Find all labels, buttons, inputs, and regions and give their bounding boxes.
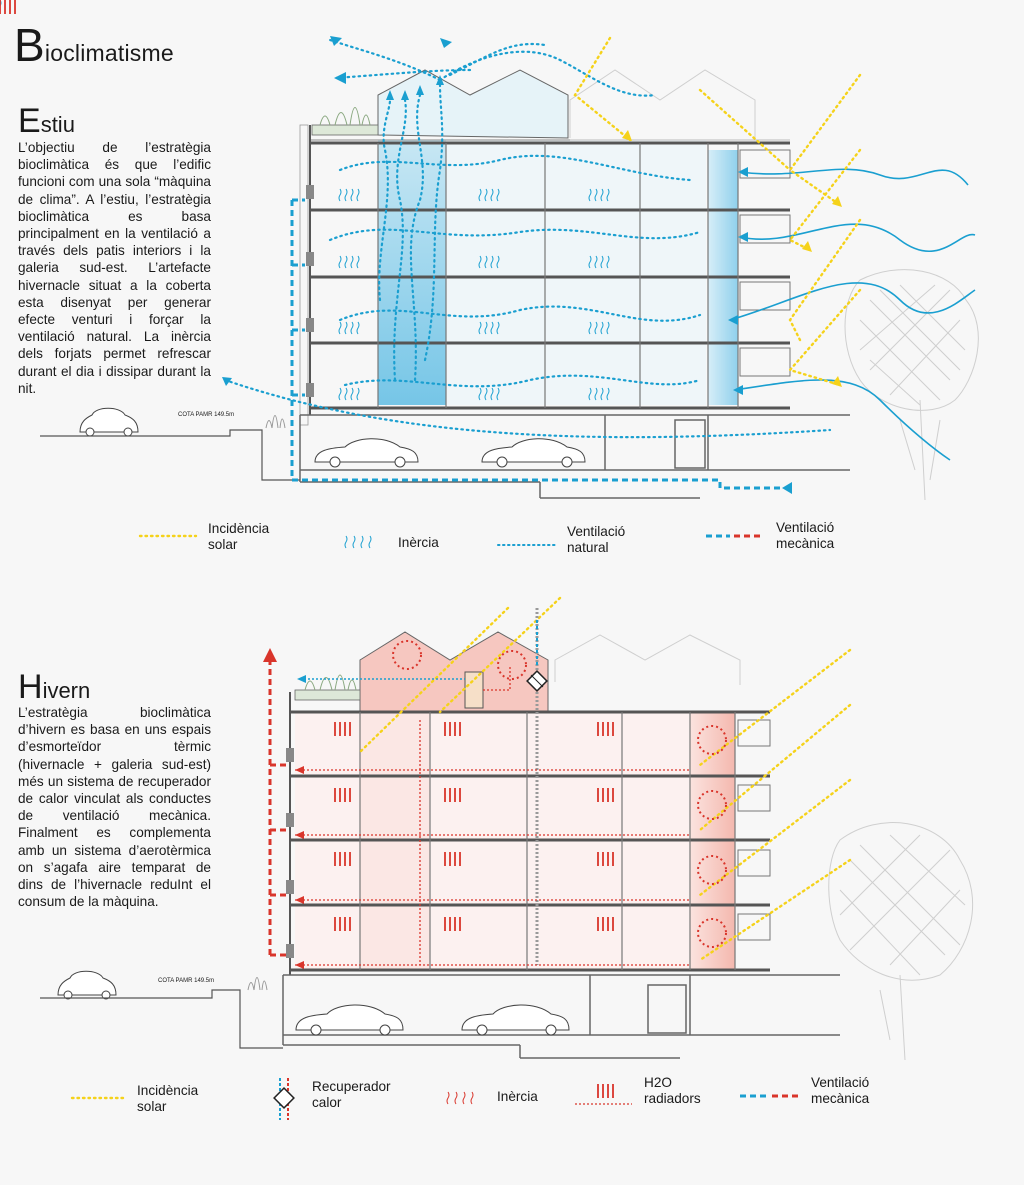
solar-incidence-winter xyxy=(358,596,852,962)
tree-summer xyxy=(844,269,979,501)
summer-legend xyxy=(138,534,762,549)
summer-section xyxy=(0,0,979,501)
winter-section xyxy=(0,0,974,1061)
mechanical-ventilation-summer xyxy=(290,198,780,490)
summer-slabs xyxy=(310,141,790,410)
circulation-loops-winter xyxy=(392,640,727,948)
legend-inertia-summer: Inèrcia xyxy=(398,535,439,550)
summer-heading: Estiu xyxy=(18,102,75,140)
heat-recuperator-icon xyxy=(526,670,548,692)
garage-cars-winter xyxy=(295,1004,570,1036)
street-car-summer xyxy=(79,407,139,437)
natural-ventilation-flows-summer xyxy=(223,38,832,439)
page-title: Bioclimatisme xyxy=(14,19,174,71)
legend-inertia-winter: Inèrcia xyxy=(497,1089,538,1104)
solar-incidence-summer xyxy=(573,36,862,387)
heat-distribution-winter xyxy=(295,665,690,966)
tree-winter xyxy=(828,822,974,1061)
garage-cars-summer xyxy=(314,438,586,468)
summer-description: L’objectiu de l’estratègia bioclimàtica … xyxy=(18,140,211,396)
summer-elevation-label: COTA PAMR 149.5m xyxy=(178,412,235,418)
radiator-marks-winter xyxy=(0,0,614,932)
winter-heading: Hivern xyxy=(18,668,91,706)
street-car-winter xyxy=(57,970,117,1000)
winter-elevation-label: COTA PAMR 149.5m xyxy=(158,978,215,984)
winter-legend xyxy=(70,1078,800,1120)
wind-flows-summer xyxy=(729,168,976,461)
mechanical-ventilation-winter xyxy=(268,660,290,957)
ventilation-arrowheads-summer xyxy=(222,36,452,386)
winter-description: L’estratègia bioclimàtica d’hivern es ba… xyxy=(18,705,211,910)
